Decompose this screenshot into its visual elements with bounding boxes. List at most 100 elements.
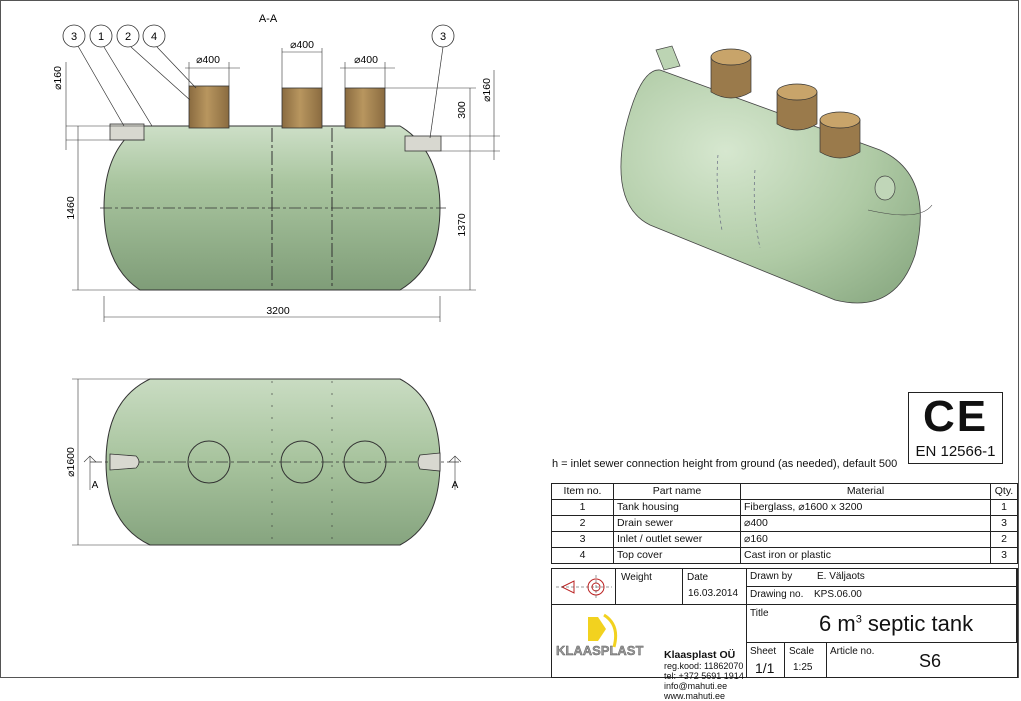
- sheet-value: 1/1: [755, 660, 775, 676]
- technical-drawing: A-A 3 1 2 4 3: [52, 13, 933, 546]
- article-value: S6: [919, 651, 942, 671]
- callout-1: 1: [98, 31, 104, 43]
- section-marker-right: A: [452, 480, 459, 491]
- title-main: 6 m: [819, 611, 856, 636]
- manhole-2: [280, 440, 324, 484]
- bom-item: 4: [551, 547, 614, 564]
- bom-part: Inlet / outlet sewer: [613, 531, 741, 548]
- iso-neck-2: [776, 91, 818, 131]
- dim-inlet-height: 1370: [456, 213, 468, 237]
- title-label: Title: [750, 608, 769, 619]
- bom-item: 3: [551, 531, 614, 548]
- bom-material: ⌀400: [740, 515, 991, 532]
- top-view: ⌀1600 A A: [65, 378, 462, 546]
- bom-material: Cast iron or plastic: [740, 547, 991, 564]
- company-tel: tel: +372 5691 1914: [664, 671, 744, 681]
- bom-qty: 2: [990, 531, 1018, 548]
- dim-inlet-pipe: ⌀160: [52, 66, 64, 90]
- table-row: 4 Top cover Cast iron or plastic 3: [551, 547, 1018, 564]
- date-label: Date: [687, 572, 709, 583]
- bom-part: Drain sewer: [613, 515, 741, 532]
- table-row: 2 Drain sewer ⌀400 3: [551, 515, 1018, 532]
- bom-header-part: Part name: [613, 483, 741, 500]
- tank-iso-body: [620, 69, 921, 304]
- dim-length: 3200: [266, 305, 290, 317]
- article-label: Article no.: [830, 646, 875, 657]
- manhole-3: [343, 440, 387, 484]
- callout-2: 2: [125, 31, 131, 43]
- bom-part: Tank housing: [613, 499, 741, 516]
- side-view: 3 1 2 4 3 ⌀400 ⌀400 ⌀400 ⌀160 1460 3200 …: [52, 24, 500, 322]
- bill-of-materials: Item no. Part name Material Qty. 1 Tank …: [551, 483, 1018, 564]
- dim-neck-3: ⌀400: [354, 54, 378, 66]
- title-block: Weight Date 16.03.2014 Drawn by E. Välja…: [551, 568, 1018, 701]
- weight-cell: Weight: [616, 569, 683, 605]
- date-cell: Date 16.03.2014: [683, 569, 747, 605]
- bom-material: Fiberglass, ⌀1600 x 3200: [740, 499, 991, 516]
- bom-qty: 1: [990, 499, 1018, 516]
- scale-value: 1:25: [793, 662, 813, 673]
- iso-inlet-pipe: [655, 45, 681, 71]
- drawing-no-value: KPS.06.00: [814, 589, 862, 600]
- bom-header-material: Material: [740, 483, 991, 500]
- ce-standard: EN 12566-1: [915, 443, 996, 460]
- outlet-pipe-top: [417, 452, 441, 472]
- dim-outlet-pipe: ⌀160: [481, 78, 493, 102]
- iso-view: [620, 45, 933, 304]
- logo-text: KLAASPLAST: [556, 643, 643, 658]
- dim-diameter: ⌀1600: [65, 447, 77, 477]
- bom-qty: 3: [990, 547, 1018, 564]
- bom-header-qty: Qty.: [990, 483, 1018, 500]
- callout-3-right: 3: [440, 31, 446, 43]
- bom-material: ⌀160: [740, 531, 991, 548]
- drawing-no-label: Drawing no.: [750, 589, 804, 600]
- iso-neck-1: [710, 56, 752, 99]
- date-value: 16.03.2014: [688, 588, 739, 599]
- drawn-by-label: Drawn by: [750, 571, 793, 582]
- bom-header-row: Item no. Part name Material Qty.: [551, 483, 1018, 500]
- manhole-1: [187, 440, 231, 484]
- bom-qty: 3: [990, 515, 1018, 532]
- bom-header-item: Item no.: [551, 483, 614, 500]
- company-name: Klaasplast OÜ: [664, 649, 736, 661]
- scale-cell: Scale 1:25: [785, 643, 827, 677]
- ce-mark: CE EN 12566-1: [908, 392, 1003, 464]
- company-email: info@mahuti.ee: [664, 681, 728, 691]
- sheet-label: Sheet: [750, 646, 777, 657]
- iso-outlet-pipe: [874, 175, 896, 201]
- bom-item: 1: [551, 499, 614, 516]
- company-reg: reg.kood: 11862070: [664, 661, 744, 671]
- outlet-pipe: [404, 135, 442, 152]
- drawing-frame: [0, 0, 1019, 678]
- klaasplast-logo: KLAASPLAST: [556, 613, 644, 658]
- dim-neck-1: ⌀400: [196, 54, 220, 66]
- neck-2: [281, 87, 323, 129]
- inlet-pipe: [109, 123, 145, 141]
- drawn-by-cell: Drawn by E. Väljaots: [747, 569, 1017, 587]
- dim-neck-height: 300: [456, 101, 468, 119]
- company-web: www.mahuti.ee: [664, 691, 726, 701]
- drawing-title: 6 m3 septic tank: [819, 611, 973, 637]
- iso-neck-3: [819, 119, 861, 159]
- ce-symbol: CE: [922, 392, 989, 441]
- callout-4: 4: [151, 31, 157, 43]
- scale-label: Scale: [789, 646, 815, 657]
- inlet-pipe-top: [109, 453, 140, 471]
- third-angle-projection-icon: [556, 575, 612, 599]
- neck-1: [188, 85, 230, 129]
- sheet-cell: Sheet 1/1: [747, 643, 785, 677]
- section-label: A-A: [259, 13, 278, 25]
- dim-neck-2: ⌀400: [290, 39, 314, 51]
- title-cell: Title 6 m3 septic tank: [747, 605, 1017, 643]
- section-marker-left: A: [92, 480, 99, 491]
- inlet-height-note: h = inlet sewer connection height from g…: [552, 458, 898, 470]
- table-row: 3 Inlet / outlet sewer ⌀160 2: [551, 531, 1018, 548]
- projection-symbol-cell: [552, 569, 616, 605]
- dim-total-height: 1460: [65, 196, 77, 220]
- bom-item: 2: [551, 515, 614, 532]
- company-cell: KLAASPLAST Klaasplast OÜ reg.kood: 11862…: [552, 605, 747, 701]
- drawing-no-cell: Drawing no. KPS.06.00: [747, 587, 1017, 605]
- bom-part: Top cover: [613, 547, 741, 564]
- company-info: Klaasplast OÜ reg.kood: 11862070 tel: +3…: [664, 649, 744, 701]
- table-row: 1 Tank housing Fiberglass, ⌀1600 x 3200 …: [551, 499, 1018, 516]
